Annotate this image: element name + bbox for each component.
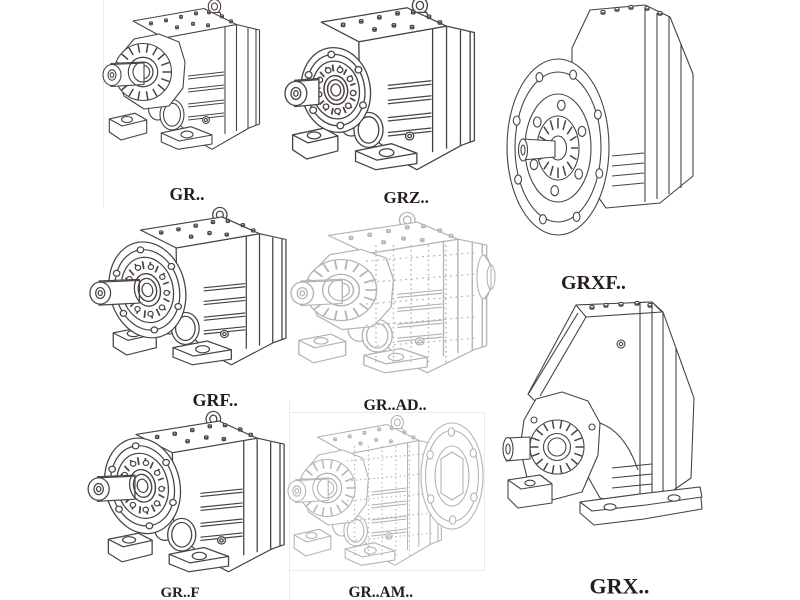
svg-text:GR..: GR.. [170, 184, 205, 204]
svg-text:GR..AD..: GR..AD.. [364, 397, 427, 414]
svg-text:GR..F: GR..F [161, 585, 200, 600]
svg-text:GR..AM..: GR..AM.. [349, 584, 414, 600]
svg-text:GRX..: GRX.. [590, 574, 650, 599]
svg-text:GRZ..: GRZ.. [384, 188, 429, 207]
svg-text:GRF..: GRF.. [193, 390, 238, 410]
svg-text:GRXF..: GRXF.. [561, 272, 626, 294]
